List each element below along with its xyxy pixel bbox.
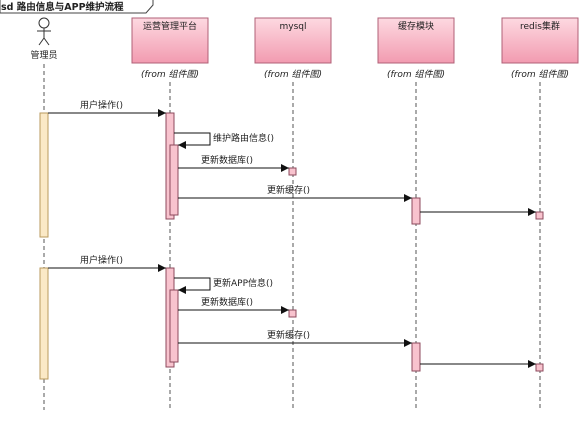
message-1: 用户操作(): [48, 99, 166, 117]
message-label: 更新数据库(): [201, 154, 253, 166]
message-7: 更新APP信息(): [174, 277, 273, 294]
message-label: 更新数据库(): [201, 296, 253, 308]
activation-mysql-1: [288, 167, 297, 176]
activation-admin-2: [39, 267, 49, 380]
message-label: 用户操作(): [80, 254, 123, 266]
participant-box: [501, 17, 579, 64]
participant-label: mysql: [280, 22, 307, 32]
activation-cache-2: [411, 342, 421, 372]
participant-stereotype: (from 组件图): [387, 69, 445, 80]
actor-stick-figure-icon: [37, 17, 51, 46]
activation-mysql-2: [288, 309, 297, 318]
participant-cache: 缓存模块 (from 组件图): [377, 17, 455, 80]
message-label: 更新缓存(): [267, 184, 310, 196]
activation-admin-1: [39, 112, 49, 238]
message-arrow: [174, 132, 211, 149]
message-4: 更新缓存(): [178, 184, 412, 202]
activation-ops-1-nested: [169, 144, 179, 216]
participant-box: [131, 17, 209, 64]
participant-box: [377, 17, 455, 64]
activation-cache-1: [411, 197, 421, 225]
message-6: 用户操作(): [48, 254, 166, 272]
message-label: 维护路由信息(): [213, 132, 274, 144]
activation-redis-2: [535, 363, 544, 372]
message-arrow: [174, 277, 211, 294]
participant-ops: 运营管理平台 (from 组件图): [131, 17, 209, 80]
message-label: 更新缓存(): [267, 329, 310, 341]
participant-label: 缓存模块: [398, 20, 434, 32]
participant-stereotype: (from 组件图): [264, 69, 322, 80]
activation-ops-2-nested: [169, 289, 179, 363]
actor-admin: 管理员: [30, 17, 58, 61]
activation-redis-1: [535, 211, 544, 220]
participant-label: redis集群: [520, 20, 560, 32]
participant-label: 运营管理平台: [143, 20, 197, 32]
frame-title: sd 路由信息与APP维护流程: [1, 1, 124, 13]
lifelines: [43, 64, 541, 410]
participant-redis: redis集群 (from 组件图): [501, 17, 579, 80]
message-label: 更新APP信息(): [213, 277, 273, 289]
message-2: 维护路由信息(): [174, 132, 274, 149]
message-3: 更新数据库(): [178, 154, 289, 172]
actor-label: 管理员: [30, 49, 57, 61]
participant-stereotype: (from 组件图): [141, 69, 199, 80]
participant-mysql: mysql (from 组件图): [254, 17, 332, 80]
frame-tab: sd 路由信息与APP维护流程: [0, 0, 154, 14]
participant-box: [254, 17, 332, 64]
participant-stereotype: (from 组件图): [511, 69, 569, 80]
message-8: 更新数据库(): [178, 296, 289, 314]
activations: [39, 112, 544, 380]
message-label: 用户操作(): [80, 99, 123, 111]
message-9: 更新缓存(): [178, 329, 412, 347]
